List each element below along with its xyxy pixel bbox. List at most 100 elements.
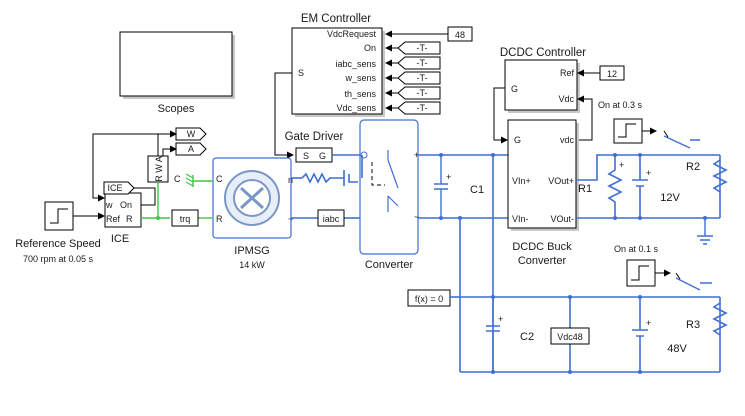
dcdc-controller-title: DCDC Controller [500,47,586,59]
goto-a-tag[interactable] [175,142,207,156]
scopes-block[interactable] [119,31,235,99]
reference-speed-step[interactable] [44,201,74,231]
r3-switch[interactable] [675,272,712,291]
em-port-iabc-sens: iabc_sens [335,59,376,69]
svg-text:+: + [446,172,451,182]
battery12-label: 12V [660,192,680,204]
dcdc-port-g: G [514,135,521,145]
r1-label: R1 [578,183,592,195]
em-port-vdcrequest: VdcRequest [327,29,377,39]
em-controller-block[interactable] [291,27,385,117]
svg-text:+: + [646,168,651,178]
from-tag-on[interactable] [397,41,441,55]
ice-block[interactable] [104,192,142,228]
resistor-r3[interactable] [712,302,728,336]
from-tag-iabc[interactable] [397,56,441,70]
converter-label: Converter [365,259,414,271]
em-port-vdc-sens: Vdc_sens [336,103,376,113]
dcdc-ctrl-port-g: G [511,84,518,94]
iabc-sensor[interactable] [317,209,345,227]
em-controller-title: EM Controller [301,13,371,25]
trq-label: trq [180,214,191,224]
converter-block[interactable]: + ~ [359,119,419,255]
svg-text:+: + [619,160,624,170]
ipmsg-port-r: R [216,214,223,224]
reference-speed-sublabel: 700 rpm at 0.05 s [23,254,94,264]
from-tag-th-label: -T- [417,88,428,98]
trq-block[interactable] [171,209,199,227]
ice-label: ICE [111,233,129,245]
c1-label: C1 [470,184,484,196]
resistor-r2[interactable] [712,159,728,193]
svg-text:~: ~ [414,212,419,222]
em-port-th-sens: th_sens [344,89,376,99]
ipmsg-rating: 14 kW [239,260,265,270]
r3-label: R3 [686,319,700,331]
svg-text:+: + [414,150,419,160]
ground-icon [697,218,713,245]
em-port-s: S [298,68,304,78]
from-tag-th[interactable] [397,86,441,100]
goto-a-label: A [188,144,194,154]
dcdc-port-vdc: vdc [560,135,575,145]
ipmsg-block[interactable] [212,157,292,239]
goto-w-label: W [187,129,196,139]
gate-driver-port-s: S [303,151,309,161]
dcdc-controller-block[interactable] [504,59,580,113]
ice-port-r: R [126,214,133,224]
battery-48v[interactable]: + [632,297,651,372]
svg-text:+: + [498,314,503,324]
r3-step-source[interactable] [626,259,656,287]
dcdc-title-line2: Converter [518,255,567,267]
gate-driver-block[interactable] [295,147,333,163]
ipmsg-port-c: C [216,174,223,184]
dcdc-port-vout-p: VOut+ [548,176,574,186]
from-tag-iabc-label: -T- [417,58,428,68]
ipmsg-label: IPMSG [234,245,269,257]
goto-w-tag[interactable] [175,127,207,141]
em-port-on: On [364,43,376,53]
ice-sensor-port-c: C [174,174,181,184]
dcdc-title-line1: DCDC Buck [512,241,572,253]
svg-text:n: n [288,175,293,185]
svg-text:+: + [646,318,651,328]
from-tag-on-label: -T- [417,43,428,53]
dcdc-ctrl-port-vdc: Vdc [558,94,574,104]
dcdc-port-vout-m: VOut- [550,214,574,224]
ice-port-w: w [105,200,113,210]
ice-sensor-letters: R W A [154,156,164,182]
ice-goto-tag[interactable] [103,181,135,195]
vdc48-sensor[interactable] [550,327,590,345]
dcdc-buck-converter-block[interactable] [507,119,579,231]
capacitor-c1[interactable]: + [434,155,451,218]
solver-configuration-block[interactable] [407,289,451,307]
mechanical-reference-icon [185,173,213,187]
battery-12v[interactable]: + [632,155,651,218]
from-tag-vdc-label: -T- [417,103,428,113]
dcdc-port-vin-p: VIn+ [512,176,531,186]
ice-port-on: On [120,200,132,210]
r2-switch[interactable] [663,130,700,149]
vdc-request-value: 48 [455,30,465,40]
vdc-request-constant[interactable] [447,26,473,42]
r2-switch-label: On at 0.3 s [598,100,643,110]
from-tag-w-label: -T- [417,73,428,83]
r2-step-source[interactable] [613,118,643,144]
r2-label: R2 [686,161,700,173]
resistor-r1[interactable]: + [607,155,624,218]
from-tag-vdc[interactable] [397,101,441,115]
ice-goto-label: ICE [107,183,122,193]
em-port-w-sens: w_sens [344,73,376,83]
gate-driver-label: Gate Driver [285,131,344,143]
r3-switch-label: On at 0.1 s [614,244,659,254]
battery48-label: 48V [667,343,687,355]
svg-text:~: ~ [288,214,293,224]
dcdc-ref-value: 12 [607,69,617,79]
dcdc-ctrl-port-ref: Ref [560,68,575,78]
gate-driver-port-g: G [319,151,326,161]
reference-speed-label: Reference Speed [15,238,101,250]
capacitor-c2[interactable]: + [486,297,503,372]
iabc-label: iabc [323,214,340,224]
from-tag-w[interactable] [397,71,441,85]
